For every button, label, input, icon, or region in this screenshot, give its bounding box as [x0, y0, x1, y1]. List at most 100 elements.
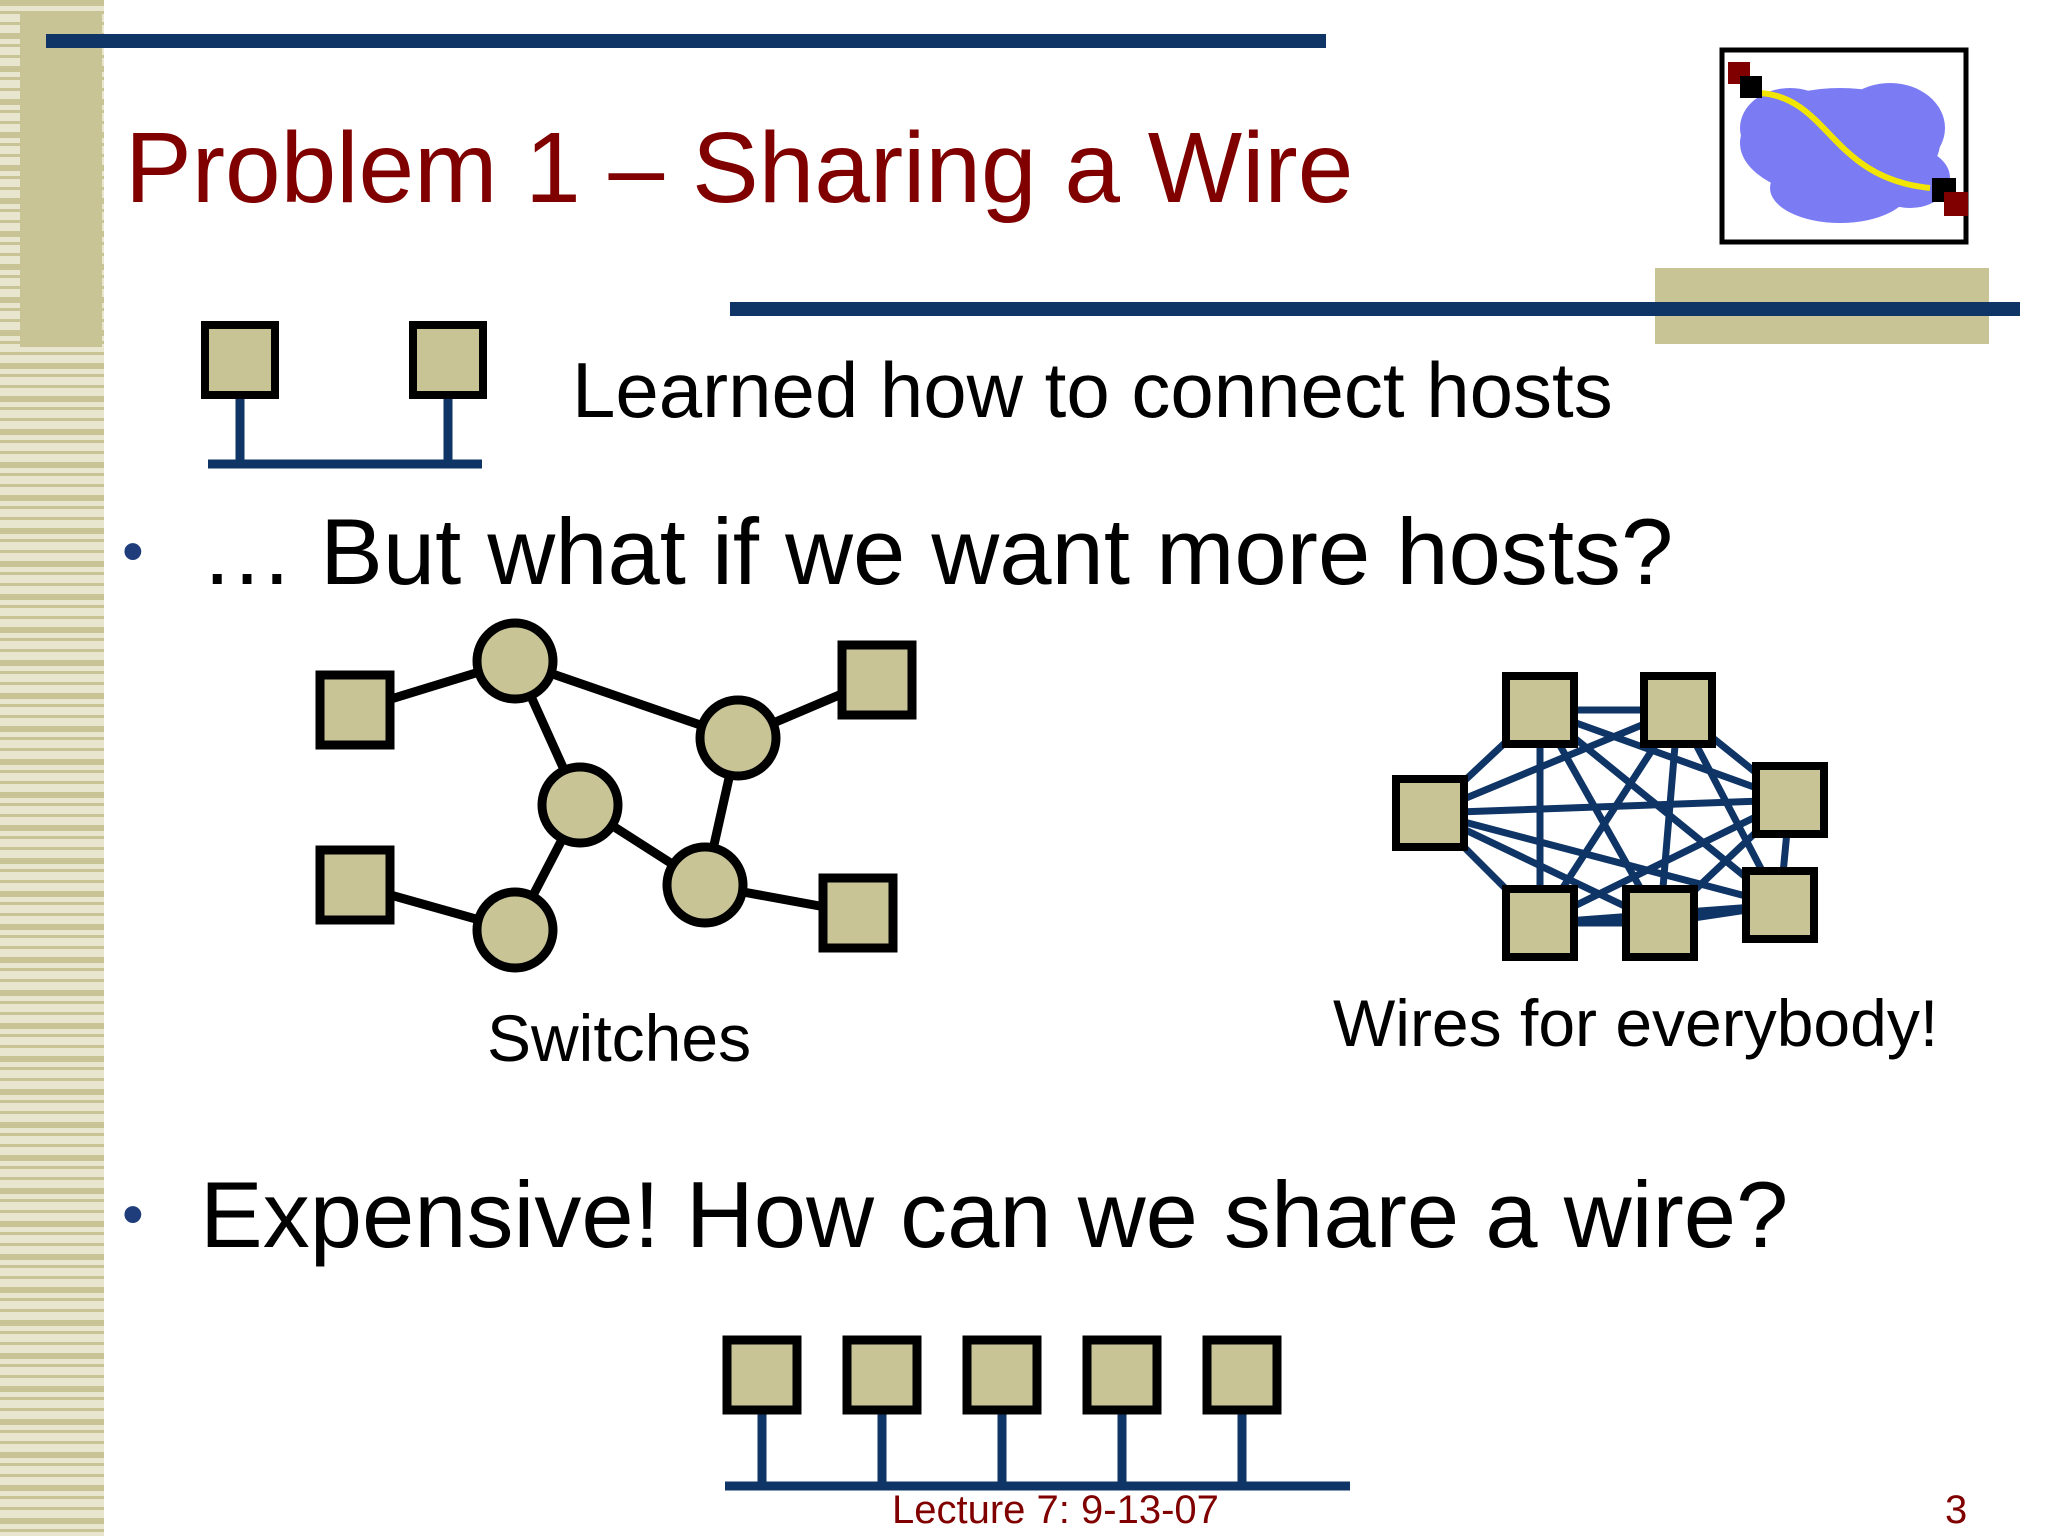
- stripe-line: [0, 429, 104, 435]
- stripe-line: [0, 1276, 104, 1279]
- stripe-line: [0, 1100, 104, 1103]
- host-square-icon: [962, 1335, 1042, 1415]
- stripe-line: [0, 1452, 104, 1458]
- host-square-icon: [1082, 1335, 1162, 1415]
- stripe-line: [0, 1507, 104, 1510]
- stripe-line: [0, 1265, 104, 1268]
- footer-page-number: 3: [1945, 1488, 1968, 1532]
- stripe-line: [0, 528, 104, 534]
- stripe-line: [0, 693, 104, 699]
- stripe-line: [0, 616, 104, 619]
- stripe-line: [0, 627, 104, 633]
- switch-circle-icon: [662, 842, 748, 928]
- stripe-line: [0, 1331, 104, 1334]
- host-square-icon: [1392, 775, 1468, 851]
- stripe-line: [0, 726, 104, 732]
- host-square-icon: [842, 1335, 922, 1415]
- stripe-line: [0, 561, 104, 567]
- stripe-line: [0, 1199, 104, 1202]
- stripe-line: [0, 1419, 104, 1425]
- host-square-icon: [1640, 672, 1716, 748]
- stripe-line: [0, 1375, 104, 1378]
- stripe-line: [0, 748, 104, 751]
- stripe-line: [0, 1001, 104, 1004]
- stripe-line: [0, 583, 104, 586]
- stripe-line: [0, 1023, 104, 1029]
- stripe-line: [0, 715, 104, 718]
- stripe-line: [0, 363, 104, 369]
- bullet-text: … But what if we want more hosts?: [200, 499, 1674, 604]
- stripe-block: [20, 12, 102, 347]
- bullet-marker: •: [122, 1180, 144, 1249]
- stripe-line: [0, 1243, 104, 1246]
- stripe-line: [0, 1474, 104, 1477]
- stripe-line: [0, 1056, 104, 1062]
- stripe-line: [0, 825, 104, 831]
- stripe-line: [0, 473, 104, 476]
- stripe-line: [0, 1441, 104, 1444]
- stripe-line: [0, 1045, 104, 1048]
- mesh-link: [1426, 706, 1682, 817]
- stripe-line: [0, 1287, 104, 1293]
- stripe-line: [0, 385, 104, 388]
- stripe-line: [0, 649, 104, 652]
- stripe-line: [0, 1298, 104, 1301]
- slide-title: Problem 1 – Sharing a Wire: [125, 112, 1354, 224]
- mesh-link: [1536, 796, 1794, 927]
- stripe-line: [0, 1309, 104, 1312]
- stripe-line: [0, 924, 104, 930]
- stripe-line: [0, 1408, 104, 1411]
- stripe-line: [0, 1034, 104, 1037]
- stripe-line: [0, 957, 104, 963]
- stripe-line: [0, 440, 104, 443]
- stripe-line: [0, 462, 104, 468]
- stripe-line: [0, 1430, 104, 1433]
- stripe-line: [0, 1496, 104, 1499]
- stripe-line: [0, 572, 104, 575]
- stripe-line: [0, 1122, 104, 1128]
- switch-circle-icon: [472, 887, 558, 973]
- host-square-icon: [1502, 672, 1578, 748]
- host-square-icon: [409, 321, 487, 399]
- stripe-line: [0, 605, 104, 608]
- top-rule: [46, 34, 1326, 48]
- stripe-line: [0, 1078, 104, 1081]
- stripe-line: [0, 704, 104, 707]
- stripe-line: [0, 891, 104, 897]
- full-mesh-diagram: [1392, 672, 1828, 961]
- bullet-share-wire: • Expensive! How can we share a wire?: [122, 1160, 1788, 1270]
- stripe-line: [0, 352, 104, 355]
- switch-circle-icon: [695, 695, 781, 781]
- stripe-line: [0, 671, 104, 674]
- stripe-line: [0, 451, 104, 454]
- stripe-line: [0, 594, 104, 600]
- host-square-icon: [1742, 867, 1818, 943]
- stripe-line: [0, 1364, 104, 1367]
- stripe-line: [0, 946, 104, 949]
- stripe-line: [0, 418, 104, 421]
- mesh-link: [1426, 796, 1794, 817]
- stripe-line: [0, 1111, 104, 1114]
- stripe-line: [0, 550, 104, 553]
- stripe-line: [0, 1342, 104, 1345]
- host-square-icon: [201, 321, 279, 399]
- stripe-line: [0, 1133, 104, 1136]
- stripe-line: [0, 396, 104, 402]
- stripe-line: [0, 979, 104, 982]
- mesh-link: [1536, 706, 1794, 804]
- stripe-line: [0, 1353, 104, 1359]
- stripe-line: [0, 880, 104, 883]
- host-square-icon: [315, 845, 395, 925]
- stripe-line: [0, 1012, 104, 1015]
- stripe-line: [0, 803, 104, 806]
- stripe-line: [0, 517, 104, 520]
- stripe-line: [0, 1144, 104, 1147]
- stripe-line: [0, 902, 104, 905]
- stripe-line: [0, 1485, 104, 1491]
- stripe-line: [0, 1067, 104, 1070]
- stripe-line: [0, 1210, 104, 1213]
- stripe-line: [0, 1232, 104, 1235]
- two-host-wire-diagram: [201, 321, 487, 469]
- mesh-link: [1426, 809, 1784, 909]
